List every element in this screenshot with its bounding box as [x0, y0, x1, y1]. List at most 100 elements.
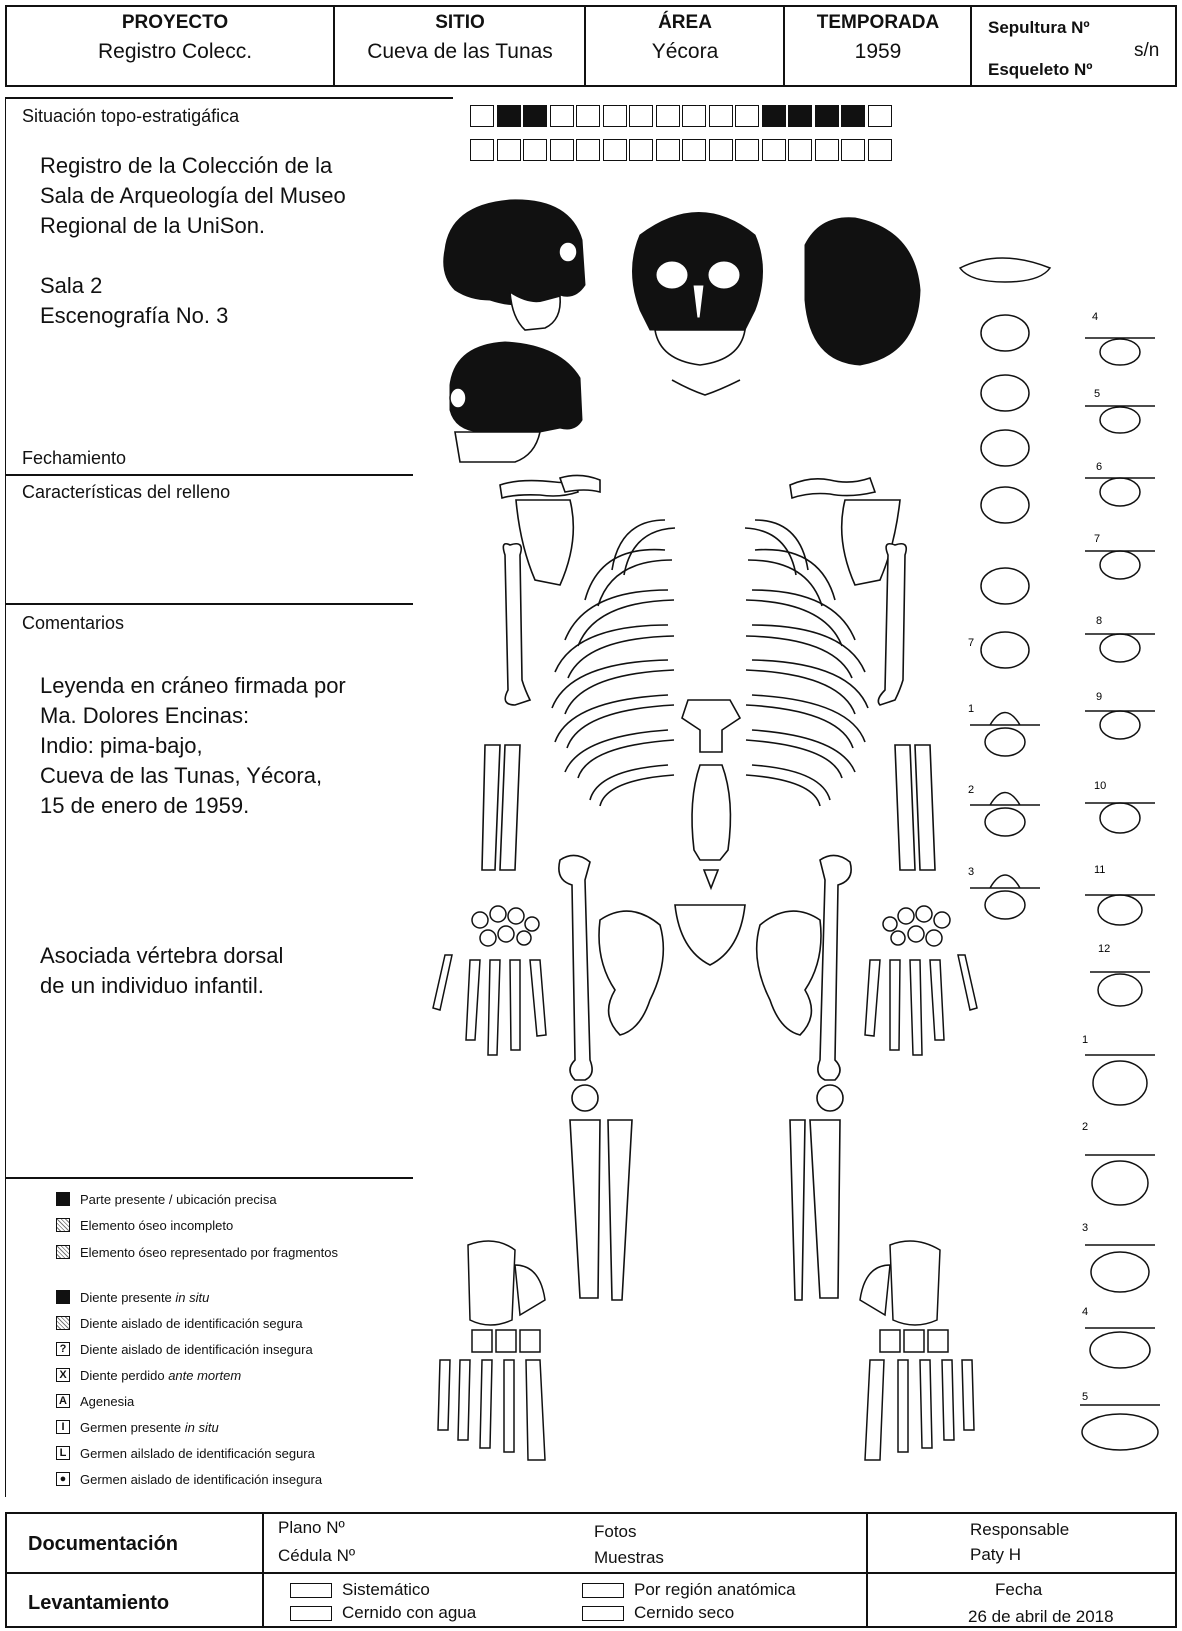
vertebra-number: 4: [1092, 311, 1098, 323]
fechamiento-label: Fechamiento: [22, 448, 126, 469]
vertebra-number: 5: [1094, 388, 1100, 400]
sn-value: s/n: [1134, 40, 1159, 62]
situacion-line: Registro de la Colección de la: [40, 151, 440, 181]
sistematico-checkbox[interactable]: [290, 1583, 332, 1598]
cernido-agua-checkbox[interactable]: [290, 1606, 332, 1621]
tooth-box: [497, 139, 521, 161]
tooth-box: [523, 105, 547, 127]
region-option[interactable]: Por región anatómica: [582, 1580, 796, 1600]
tooth-box: [868, 139, 892, 161]
tooth-box: [523, 139, 547, 161]
legend-swatch-crosshatched: [56, 1245, 70, 1259]
tooth-box: [629, 105, 653, 127]
situacion-text: Registro de la Colección de la Sala de A…: [40, 151, 440, 331]
tooth-box: [656, 105, 680, 127]
thoracic-vertebrae-right: [1085, 338, 1155, 1006]
tooth-box: [735, 105, 759, 127]
legend-item: Elemento óseo incompleto: [56, 1216, 233, 1234]
legend-text-italic: ante mortem: [168, 1368, 241, 1383]
hand-left: [433, 906, 546, 1055]
legend-item: Diente aislado de identificación segura: [56, 1314, 303, 1332]
vertebra-number: 1: [1082, 1034, 1088, 1046]
tooth-box: [735, 139, 759, 161]
fecha-label: Fecha: [995, 1580, 1042, 1600]
tooth-box: [576, 139, 600, 161]
sitio-label: SITIO: [340, 12, 580, 34]
vertebra-number: 11: [1094, 864, 1105, 876]
situacion-line: Escenografía No. 3: [40, 301, 440, 331]
asociada-line: Asociada vértebra dorsal: [40, 941, 440, 971]
sistematico-option[interactable]: Sistemático: [290, 1580, 430, 1600]
levantamiento-label: Levantamiento: [28, 1592, 169, 1615]
legend-edge: [5, 97, 6, 1497]
comentario-line: Indio: pima-bajo,: [40, 731, 440, 761]
legend-text: Elemento óseo representado por fragmento…: [80, 1245, 338, 1260]
responsable-label: Responsable: [970, 1520, 1069, 1540]
fotos-label: Fotos: [594, 1522, 637, 1542]
legend-text: Diente perdido: [80, 1368, 165, 1383]
header-divider: [584, 5, 586, 87]
tooth-box: [709, 105, 733, 127]
situacion-line: Sala de Arqueología del Museo: [40, 181, 440, 211]
area-label: ÁREA: [590, 12, 780, 34]
hand-right: [865, 906, 977, 1055]
vertebra-number: 4: [1082, 1306, 1088, 1318]
vertebra-number: 6: [1096, 461, 1102, 473]
cernido-seco-checkbox[interactable]: [582, 1606, 624, 1621]
header-divider: [783, 5, 785, 87]
foot-left: [438, 1241, 545, 1460]
tooth-box: [841, 139, 865, 161]
relleno-label: Características del relleno: [22, 482, 230, 503]
tooth-box: [497, 105, 521, 127]
tooth-box: [815, 139, 839, 161]
legend-text: Elemento óseo incompleto: [80, 1218, 233, 1233]
legend-swatch-symbol: X: [56, 1368, 70, 1382]
section-rule: [5, 1177, 413, 1179]
legend-text: Parte presente / ubicación precisa: [80, 1192, 277, 1207]
vertebra-number: 7: [968, 637, 974, 649]
vertebra-number: 2: [1082, 1121, 1088, 1133]
tooth-box: [815, 105, 839, 127]
sistematico-text: Sistemático: [342, 1580, 430, 1599]
comentario-line: 15 de enero de 1959.: [40, 791, 440, 821]
tooth-box: [762, 139, 786, 161]
section-rule: [5, 603, 413, 605]
comentarios-text: Leyenda en cráneo firmada por Ma. Dolore…: [40, 671, 440, 821]
vertebra-number: 5: [1082, 1391, 1088, 1403]
situacion-line: Sala 2: [40, 271, 440, 301]
pelvis: [599, 905, 821, 1035]
cernido-agua-option[interactable]: Cernido con agua: [290, 1603, 476, 1623]
tooth-box: [762, 105, 786, 127]
legend-text-italic: in situ: [185, 1420, 219, 1435]
responsable-value: Paty H: [970, 1545, 1021, 1565]
proyecto-label: PROYECTO: [80, 12, 270, 34]
documentacion-label: Documentación: [28, 1533, 178, 1556]
tooth-box: [629, 139, 653, 161]
tooth-box: [841, 105, 865, 127]
legend-text: Diente aislado de identificación insegur…: [80, 1342, 313, 1357]
cernido-seco-text: Cernido seco: [634, 1603, 734, 1622]
tooth-box: [709, 139, 733, 161]
cedula-label: Cédula Nº: [278, 1546, 355, 1566]
foot-right: [860, 1241, 974, 1460]
header-divider: [333, 5, 335, 87]
section-rule: [5, 474, 413, 476]
legend-swatch-symbol: ?: [56, 1342, 70, 1356]
muestras-label: Muestras: [594, 1548, 664, 1568]
region-text: Por región anatómica: [634, 1580, 796, 1599]
legend-text: Diente aislado de identificación segura: [80, 1316, 303, 1331]
vertebra-number: 8: [1096, 615, 1102, 627]
cernido-seco-option[interactable]: Cernido seco: [582, 1603, 734, 1623]
legend-item: IGermen presente in situ: [56, 1418, 219, 1436]
situacion-line: Regional de la UniSon.: [40, 211, 440, 241]
legend-item: AAgenesia: [56, 1392, 134, 1410]
skull-lateral-right: [450, 342, 582, 462]
esqueleto-label: Esqueleto Nº: [988, 60, 1092, 80]
legend-item: X Diente perdido ante mortem: [56, 1366, 241, 1384]
region-checkbox[interactable]: [582, 1583, 624, 1598]
situacion-line: [40, 241, 440, 271]
legend-text: Germen presente: [80, 1420, 181, 1435]
vertebra-number: 12: [1098, 943, 1110, 955]
skull-lateral-left: [444, 200, 585, 330]
legend-item: LGermen ailslado de identificación segur…: [56, 1444, 315, 1462]
